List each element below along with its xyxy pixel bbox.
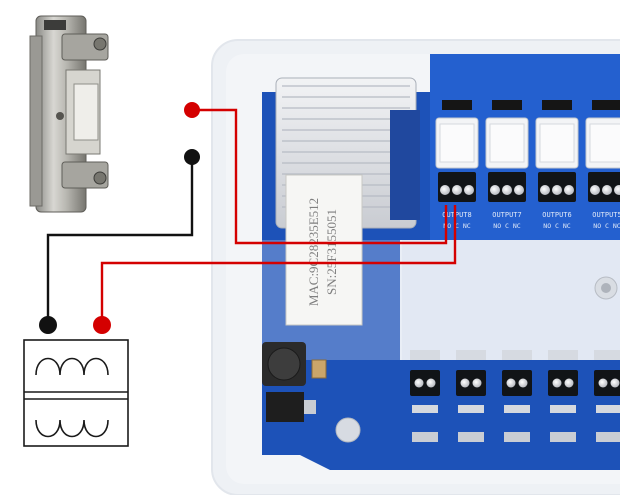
- input-terminal-bank: [410, 350, 620, 442]
- input-terminal: [410, 350, 440, 442]
- wire-endpoints: [39, 102, 200, 334]
- positive-terminal-dot: [184, 102, 200, 118]
- relay-module: OUTPUT7 NO C NC: [485, 100, 529, 230]
- transformer-negative-dot: [39, 316, 57, 334]
- output-label: OUTPUT5: [592, 211, 620, 219]
- terminal-screw: [440, 185, 450, 195]
- output-terminals-label: NO C NC: [543, 222, 570, 230]
- terminal-screw: [502, 185, 512, 195]
- voltage-regulator: [266, 392, 316, 422]
- transformer-symbol-icon: [23, 339, 129, 447]
- terminal-screw: [490, 185, 500, 195]
- diode: [592, 100, 620, 110]
- terminal-screw: [464, 185, 474, 195]
- terminal-screw: [552, 185, 562, 195]
- output-label: OUTPUT6: [542, 211, 572, 219]
- smd-capacitor: [311, 359, 327, 379]
- terminal-screw: [590, 185, 600, 195]
- output-label: OUTPUT8: [442, 211, 472, 219]
- diode: [492, 100, 522, 110]
- terminal-screw: [540, 185, 550, 195]
- input-terminal: [548, 350, 578, 442]
- terminal-screw: [564, 185, 574, 195]
- negative-terminal-dot: [184, 149, 200, 165]
- relay-bank: OUTPUT8 NO C NC OUTPUT7 NO C NC OUTPUT6 NO C …: [435, 100, 620, 230]
- input-terminal: [502, 350, 532, 442]
- pin-header: [390, 110, 420, 220]
- output-terminals-label: NO C NC: [493, 222, 520, 230]
- terminal-screw: [514, 185, 524, 195]
- output-terminals-label: NO C NC: [443, 222, 470, 230]
- diode: [442, 100, 472, 110]
- relay-module: OUTPUT5 NO C NC: [585, 100, 620, 230]
- wire-negative: [46, 157, 194, 322]
- terminal-screw: [452, 185, 462, 195]
- terminal-screw: [602, 185, 612, 195]
- mac-sticker: MAC:9C28235E512 SN:25F3155051: [285, 174, 363, 326]
- transformer-positive-dot: [93, 316, 111, 334]
- sticker-sn-text: SN:25F3155051: [324, 209, 339, 295]
- output-terminals-label: NO C NC: [593, 222, 620, 230]
- input-terminal: [456, 350, 486, 442]
- relay-module: OUTPUT8 NO C NC: [435, 100, 479, 230]
- diode: [542, 100, 572, 110]
- power-inductor: [262, 342, 306, 386]
- input-terminal: [594, 350, 620, 442]
- output-label: OUTPUT7: [492, 211, 522, 219]
- relay-module: OUTPUT6 NO C NC: [535, 100, 579, 230]
- terminal-screw: [614, 185, 620, 195]
- wire-positive: [100, 108, 457, 322]
- sticker-mac-text: MAC:9C28235E512: [306, 198, 321, 306]
- electric-strike-lock-icon: [29, 15, 109, 213]
